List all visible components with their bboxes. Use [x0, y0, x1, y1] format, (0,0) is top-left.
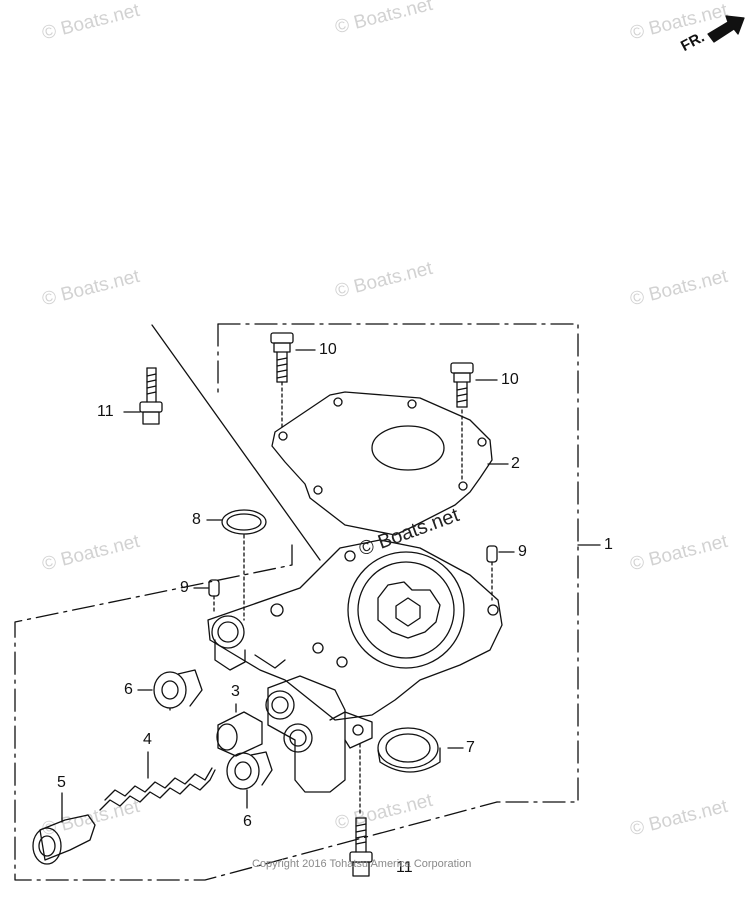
bolt-part-10-right: [450, 362, 474, 483]
dowel-pin-part-9-right: [486, 545, 498, 601]
bolt-part-10-left: [270, 332, 294, 431]
callout-5: 5: [57, 774, 66, 791]
callout-1: 1: [604, 536, 613, 553]
o-ring-part-8: [221, 509, 267, 621]
spring-part-4: [99, 751, 216, 811]
callout-6-upper: 6: [124, 681, 133, 698]
kit-outline: [14, 544, 498, 881]
front-arrow-icon: [707, 15, 745, 43]
callout-4: 4: [143, 731, 152, 748]
callout-2: 2: [511, 455, 520, 472]
callout-3: 3: [231, 683, 240, 700]
pump-body: [207, 539, 503, 721]
bolt-part-11-upper: [139, 367, 163, 425]
callout-10-right: 10: [501, 371, 519, 388]
plug-part-6-upper: [153, 669, 203, 711]
callout-8: 8: [192, 511, 201, 528]
callout-leaders: [123, 349, 515, 749]
callout-7: 7: [466, 739, 475, 756]
bolt-part-11-lower: [349, 743, 373, 877]
oil-seal-part-7: [377, 727, 441, 773]
sleeve-part-3: [216, 703, 263, 757]
leader-line: [151, 324, 321, 561]
assembly-outline: [217, 323, 579, 803]
plug-part-5: [32, 792, 96, 865]
callout-6-lower: 6: [243, 813, 252, 830]
callout-9-right: 9: [518, 543, 527, 560]
copyright-notice: Copyright 2016 Tohatsu America Corporati…: [252, 858, 472, 870]
valve-housing: [265, 675, 373, 793]
callout-10-left: 10: [319, 341, 337, 358]
callout-11-lower: 11: [396, 859, 413, 876]
callout-11-upper: 11: [97, 403, 114, 420]
callout-9-left: 9: [180, 579, 189, 596]
dowel-pin-part-9-left: [208, 579, 220, 613]
gasket-part-2: [271, 391, 493, 536]
plug-part-6-lower: [226, 751, 273, 809]
